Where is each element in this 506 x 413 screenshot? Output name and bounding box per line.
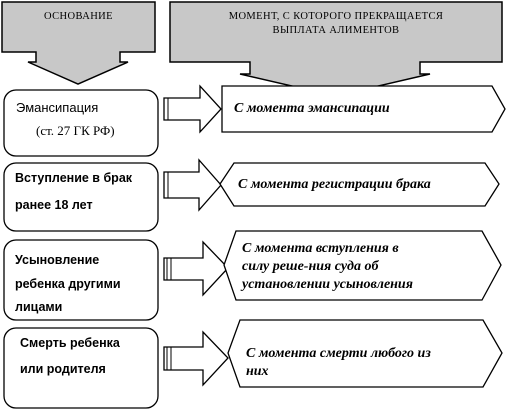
row-arrow-3 (163, 240, 229, 297)
basis-box-4 (3, 327, 159, 409)
moment-box-3 (223, 230, 502, 301)
moment-box-4 (227, 319, 503, 388)
moment-4-line2: них (246, 364, 269, 379)
row-arrow-4 (163, 330, 229, 387)
basis-3-line1: Усыновление (15, 253, 100, 267)
moment-2-line1: С момента регистрации брака (238, 177, 431, 192)
moment-4-line1: С момента смерти любого из (246, 346, 431, 361)
moment-3-line3: установлении усыновления (242, 277, 413, 292)
moment-1-line1: С момента эмансипации (234, 101, 390, 116)
basis-1-line1: Эмансипация (16, 100, 99, 115)
basis-3-line2: ребенка другими (15, 277, 121, 291)
moment-3-line1: С момента вступления в (242, 241, 399, 256)
header-right-arrow-shape (169, 1, 503, 97)
moment-box-1 (221, 85, 506, 133)
moment-3-line2: силу реше-ния суда об (242, 259, 379, 274)
basis-3-line3: лицами (15, 300, 63, 314)
header-right-label-line2: ВЫПЛАТА АЛИМЕНТОВ (272, 25, 400, 36)
header-left-label: ОСНОВАНИЕ (44, 11, 113, 22)
basis-box-1 (3, 89, 159, 157)
basis-box-3 (3, 239, 159, 321)
header-left-arrow-shape (1, 1, 156, 85)
header-right-label-line1: МОМЕНТ, С КОТОРОГО ПРЕКРАЩАЕТСЯ (228, 11, 444, 22)
basis-4-line1: Смерть ребенка (20, 336, 120, 350)
row-arrow-1 (163, 84, 222, 134)
basis-2-line2: ранее 18 лет (15, 198, 93, 212)
moment-box-2 (219, 162, 500, 207)
basis-1-line2: (ст. 27 ГК РФ) (36, 123, 115, 138)
row-arrow-2 (163, 158, 222, 212)
basis-2-line1: Вступление в брак (15, 171, 133, 185)
basis-box-2 (3, 162, 159, 232)
basis-4-line2: или родителя (20, 362, 106, 376)
